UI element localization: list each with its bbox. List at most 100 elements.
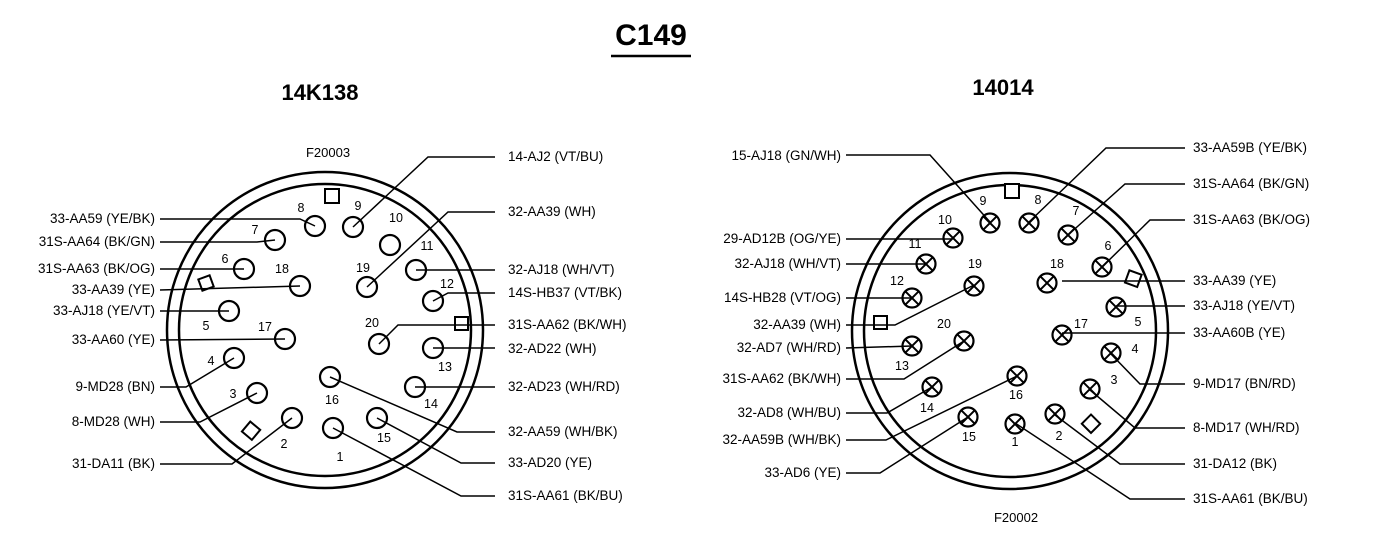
pin-number: 17 [258,320,272,334]
wire-label: 33-AA39 (YE) [72,282,155,297]
wire-label: 31S-AA62 (BK/WH) [722,371,841,386]
wire-label: 31-DA12 (BK) [1193,456,1277,471]
wire-label: 33-AD20 (YE) [508,455,592,470]
connector-code: F20003 [306,145,350,160]
pin-cross [1007,416,1023,432]
leader-line [160,239,276,243]
pin-number: 12 [440,277,454,291]
wire-label: 14-AJ2 (VT/BU) [508,149,603,164]
pin-number: 11 [909,237,922,251]
wire-label: 33-AA39 (YE) [1193,273,1276,288]
wire-label: 8-MD17 (WH/RD) [1193,420,1300,435]
pin-number: 6 [1105,239,1112,253]
pin-number: 7 [252,223,259,237]
leader-line [366,211,495,288]
leader-line [376,417,495,464]
key-notch [873,315,888,330]
wire-label: 33-AA60B (YE) [1193,325,1285,340]
pin-number: 7 [1073,204,1080,218]
wire-label: 32-AJ18 (WH/VT) [508,262,615,277]
pin-number: 11 [421,239,434,253]
pin-17 [1051,324,1073,346]
pin-cross [1054,327,1070,343]
wire-labels: 14-AJ2 (VT/BU) 32-AA39 (WH) 32-AJ18 (WH/… [38,149,627,503]
wire-label: 31S-AA63 (BK/OG) [38,261,155,276]
wire-label: 33-AA60 (YE) [72,332,155,347]
wire-label: 29-AD12B (OG/YE) [723,231,841,246]
wire-label: 32-AA39 (WH) [508,204,596,219]
pin-10 [942,227,964,249]
wire-label: 14S-HB37 (VT/BK) [508,285,622,300]
pin-number: 14 [424,397,438,411]
leader-line [1089,389,1185,429]
connector-name: 14014 [972,75,1034,100]
pin-number: 15 [962,430,976,444]
diagram-title: C149 [615,19,687,52]
wire-label: 33-AD6 (YE) [764,465,841,480]
leader-line [845,345,913,349]
pin-cross [1047,406,1063,422]
pin-5 [1105,296,1127,318]
pin-number: 20 [937,317,951,331]
pin-number: 18 [275,262,289,276]
wire-label: 31S-AA64 (BK/GN) [39,234,155,249]
pin-number: 8 [298,201,305,215]
leader-line [846,386,933,414]
wire-label: 32-AA59B (WH/BK) [722,432,841,447]
pin-cross [1108,299,1124,315]
wire-label: 31S-AA63 (BK/OG) [1193,212,1310,227]
pin-number: 1 [337,450,344,464]
connector-outer-ring [850,171,1170,491]
pin-cross [945,230,961,246]
pin-cross [1039,275,1055,291]
key-notch [1123,269,1143,289]
leader-line [378,324,495,345]
leader-line [846,340,965,380]
wire-label: 32-AJ18 (WH/VT) [734,256,841,271]
connector-code: F20002 [994,510,1038,525]
leader-lines [845,147,1185,500]
wire-label: 9-MD17 (BN/RD) [1193,376,1296,391]
connector-14014: 14014 F20002 1 2 3 4 5 6 7 8 9 10 11 12 … [722,75,1310,525]
pin-number: 3 [1111,373,1118,387]
leader-line [1054,414,1185,465]
leader-line [160,392,258,423]
wire-label: 31-DA11 (BK) [72,456,155,471]
pin-number: 13 [438,360,452,374]
wire-label: 32-AA39 (WH) [753,317,841,332]
leader-line [432,292,495,302]
wire-label: 33-AJ18 (YE/VT) [1193,298,1295,313]
leader-line [846,284,975,326]
wire-label: 32-AD7 (WH/RD) [737,340,841,355]
leader-line [160,357,235,388]
wire-label: 33-AJ18 (YE/VT) [53,303,155,318]
leader-line [160,417,293,465]
leader-line [1028,147,1185,223]
wire-label: 31S-AA61 (BK/BU) [508,488,623,503]
key-notch [1080,413,1102,435]
pin-number: 4 [1132,342,1139,356]
leader-line [1109,352,1185,385]
key-notch [324,188,340,204]
leader-line [332,427,495,497]
key-notch [240,420,262,442]
pin-cross [1082,381,1098,397]
pin-cavities [217,214,445,440]
leader-line [352,156,495,228]
pin-number: 13 [895,359,909,373]
wire-label: 32-AA59 (WH/BK) [508,424,618,439]
pin-number: 8 [1035,193,1042,207]
pin-number: 16 [325,393,339,407]
connector-name: 14K138 [281,80,358,105]
pin-number: 3 [230,387,237,401]
pin-number: 2 [1056,429,1063,443]
wire-label: 31S-AA64 (BK/GN) [1193,176,1309,191]
pin-9 [979,212,1001,234]
leader-line [846,416,969,474]
connector-inner-ring [177,182,473,478]
pin-number: 9 [355,199,362,213]
pin-number: 9 [980,194,987,208]
pin-numbers: 1 2 3 4 5 6 7 8 9 10 11 12 13 14 15 16 1… [890,193,1141,449]
pin-number: 20 [365,316,379,330]
wire-label: 15-AJ18 (GN/WH) [731,148,841,163]
